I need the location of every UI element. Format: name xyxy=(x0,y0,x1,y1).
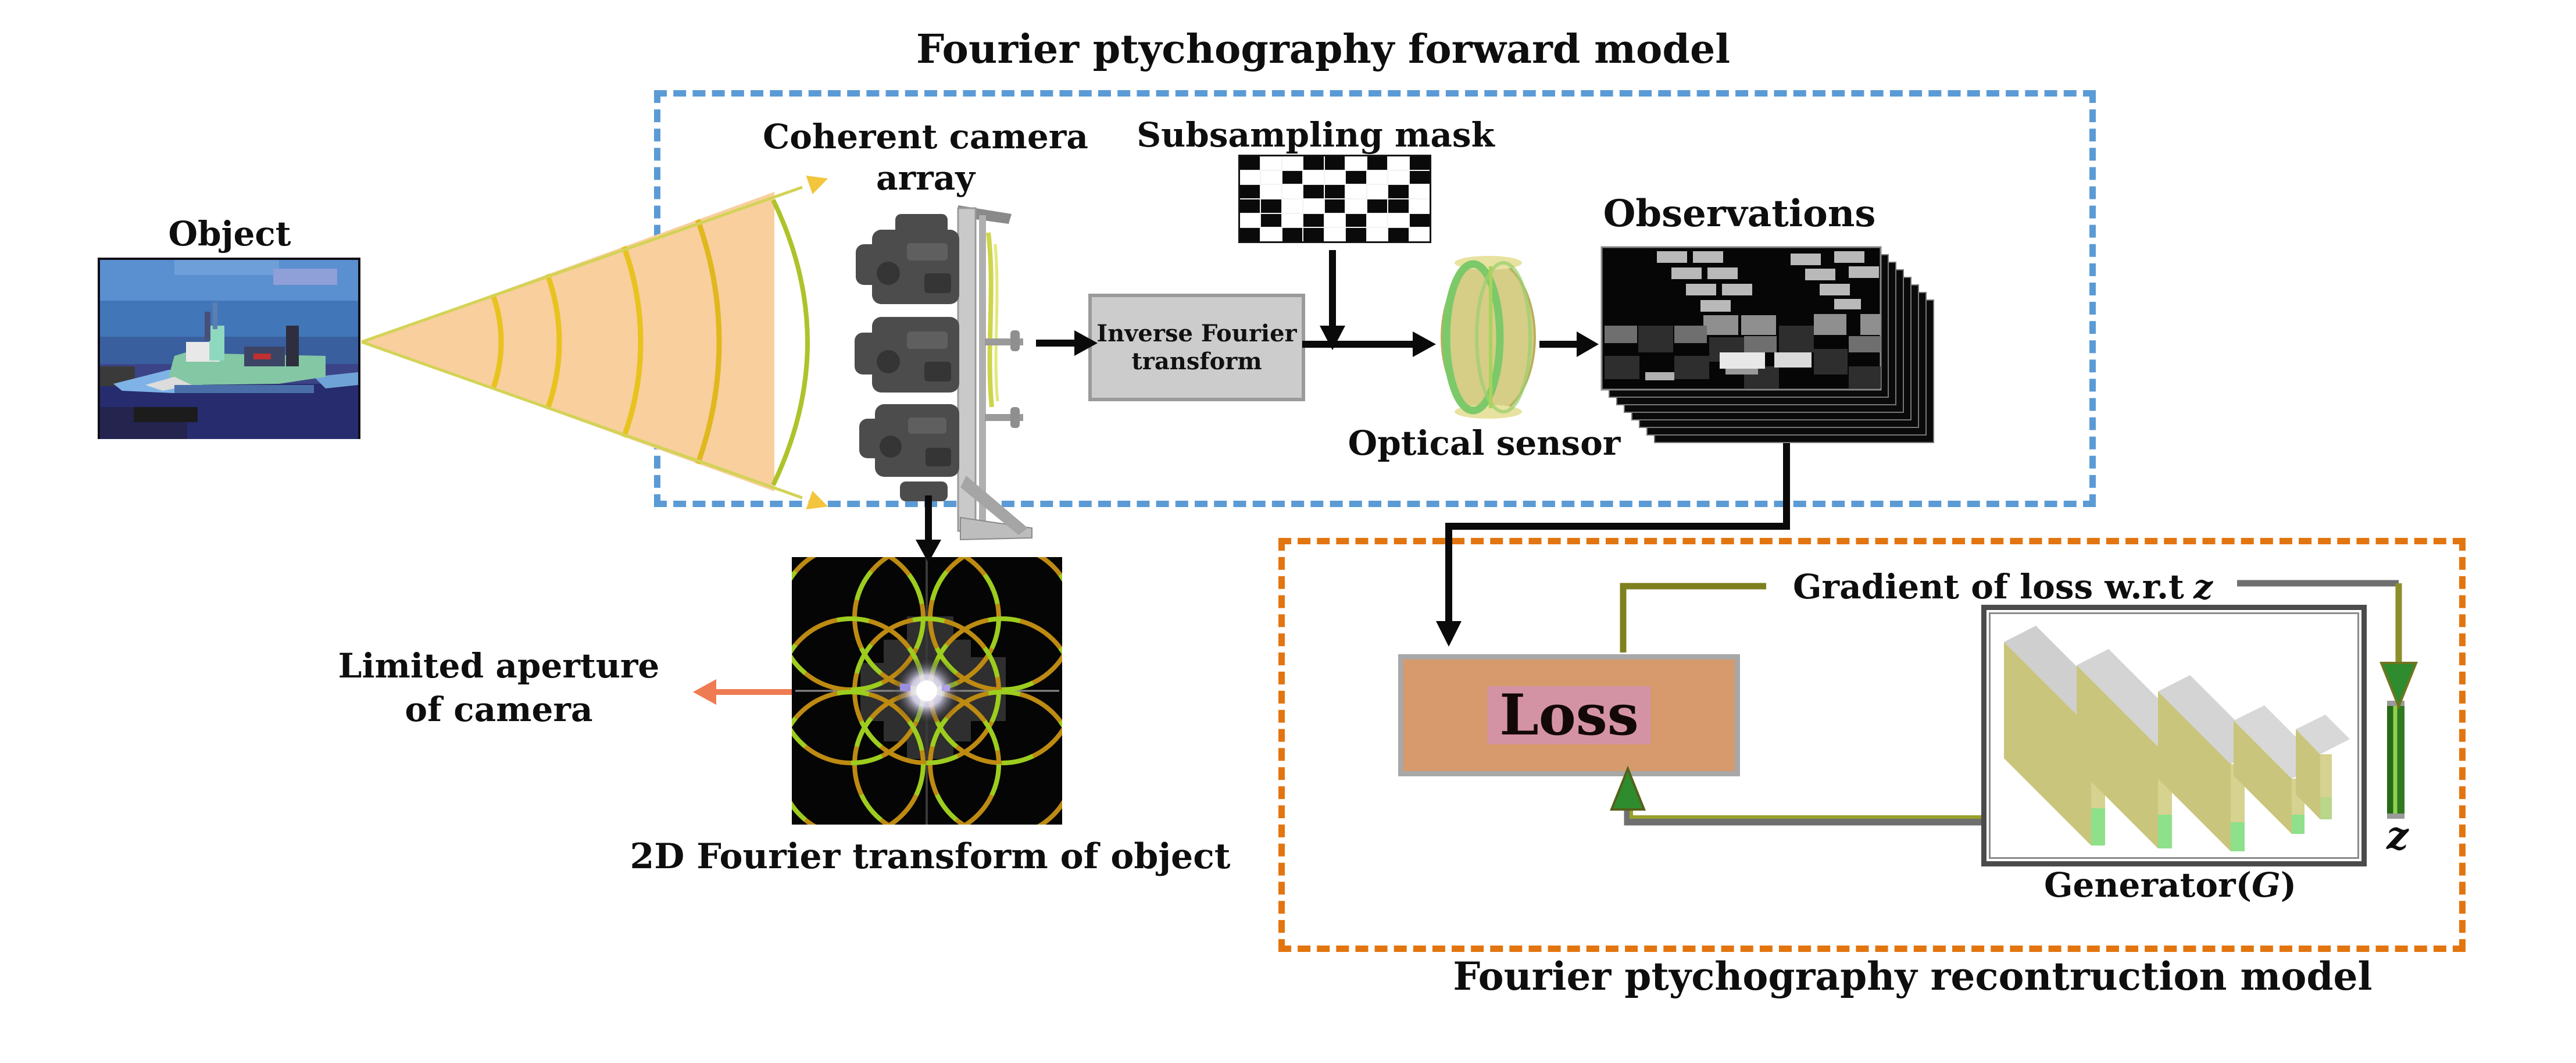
mask-cell xyxy=(1324,228,1345,241)
mask-cell xyxy=(1367,199,1388,213)
mask-cell xyxy=(1261,228,1281,241)
mask-cell xyxy=(1303,170,1324,184)
gradient-label-text: Gradient of loss w.r.t xyxy=(1792,567,2184,607)
mask-cell xyxy=(1261,156,1281,170)
mask-cell xyxy=(1409,170,1430,184)
mask-cell xyxy=(1282,170,1303,184)
mask-cell xyxy=(1240,213,1260,227)
generator-label-close: ) xyxy=(2280,865,2297,905)
limited-aperture-line2: of camera xyxy=(405,690,593,730)
mask-cell xyxy=(1388,185,1409,198)
mask-cell xyxy=(1367,170,1388,184)
mask-cell xyxy=(1409,199,1430,213)
mask-cell xyxy=(1346,213,1366,227)
mask-cell xyxy=(1388,213,1409,227)
loss-box: Loss xyxy=(1398,654,1740,776)
mask-cell xyxy=(1240,228,1260,241)
mask-cell xyxy=(1346,185,1366,198)
coherent-camera-array-line1: Coherent camera xyxy=(763,117,1088,156)
coherent-camera-array-label: Coherent camera array xyxy=(763,116,1088,199)
mask-cell xyxy=(1261,213,1281,227)
generator-label: Generator(G) xyxy=(2044,865,2296,905)
reconstruction-model-title: Fourier ptychography recontruction model xyxy=(1453,954,2373,999)
mask-cell xyxy=(1282,185,1303,198)
mask-cell xyxy=(1324,213,1345,227)
generator-label-g: G xyxy=(2252,865,2281,905)
mask-cell xyxy=(1240,199,1260,213)
mask-cell xyxy=(1409,156,1430,170)
mask-cell xyxy=(1409,228,1430,241)
mask-cell xyxy=(1282,156,1303,170)
mask-cell xyxy=(1303,228,1324,241)
mask-cell xyxy=(1409,185,1430,198)
coherent-camera-array-line2: array xyxy=(876,158,975,198)
gradient-label-z: z xyxy=(2193,567,2213,607)
generator-label-text: Generator( xyxy=(2043,865,2252,905)
mask-cell xyxy=(1367,213,1388,227)
mask-cell xyxy=(1240,156,1260,170)
mask-cell xyxy=(1261,199,1281,213)
reconstruction-model-box xyxy=(1278,538,2466,952)
optical-sensor-label: Optical sensor xyxy=(1348,423,1621,463)
mask-cell xyxy=(1388,199,1409,213)
ift-label-line2: transform xyxy=(1131,347,1262,375)
mask-cell xyxy=(1367,228,1388,241)
mask-cell xyxy=(1324,185,1345,198)
ift-label-line1: Inverse Fourier xyxy=(1096,320,1297,348)
subsampling-mask xyxy=(1238,155,1431,243)
mask-cell xyxy=(1324,170,1345,184)
mask-cell xyxy=(1303,199,1324,213)
z-label: z xyxy=(2386,813,2409,858)
mask-cell xyxy=(1346,228,1366,241)
mask-cell xyxy=(1303,213,1324,227)
fourier-transform-image xyxy=(792,557,1062,825)
z-latent-bar xyxy=(2387,701,2404,819)
mask-cell xyxy=(1261,185,1281,198)
subsampling-mask-label: Subsampling mask xyxy=(1137,115,1495,155)
mask-cell xyxy=(1346,199,1366,213)
mask-cell xyxy=(1282,228,1303,241)
generator-box xyxy=(1981,605,2367,866)
mask-cell xyxy=(1324,156,1345,170)
mask-cell xyxy=(1409,213,1430,227)
mask-cell xyxy=(1324,199,1345,213)
mask-cell xyxy=(1282,199,1303,213)
mask-cell xyxy=(1240,185,1260,198)
mask-cell xyxy=(1346,170,1366,184)
limited-aperture-line1: Limited aperture xyxy=(338,646,660,686)
inverse-fourier-transform-box: Inverse Fourier transform xyxy=(1088,294,1305,401)
fourier-transform-caption: 2D Fourier transform of object xyxy=(630,836,1231,877)
mask-cell xyxy=(1303,156,1324,170)
loss-label: Loss xyxy=(1488,686,1650,745)
limited-aperture-arrow xyxy=(693,679,792,705)
mask-cell xyxy=(1282,213,1303,227)
mask-cell xyxy=(1346,156,1366,170)
mask-cell xyxy=(1388,228,1409,241)
mask-cell xyxy=(1367,156,1388,170)
mask-cell xyxy=(1367,185,1388,198)
mask-cell xyxy=(1388,170,1409,184)
observations-label: Observations xyxy=(1603,192,1876,236)
mask-cell xyxy=(1303,185,1324,198)
forward-model-title: Fourier ptychography forward model xyxy=(916,26,1731,73)
mask-cell xyxy=(1261,170,1281,184)
object-label: Object xyxy=(168,214,291,254)
limited-aperture-label: Limited aperture of camera xyxy=(338,644,660,732)
mask-cell xyxy=(1388,156,1409,170)
mask-cell xyxy=(1240,170,1260,184)
object-image xyxy=(98,258,360,439)
